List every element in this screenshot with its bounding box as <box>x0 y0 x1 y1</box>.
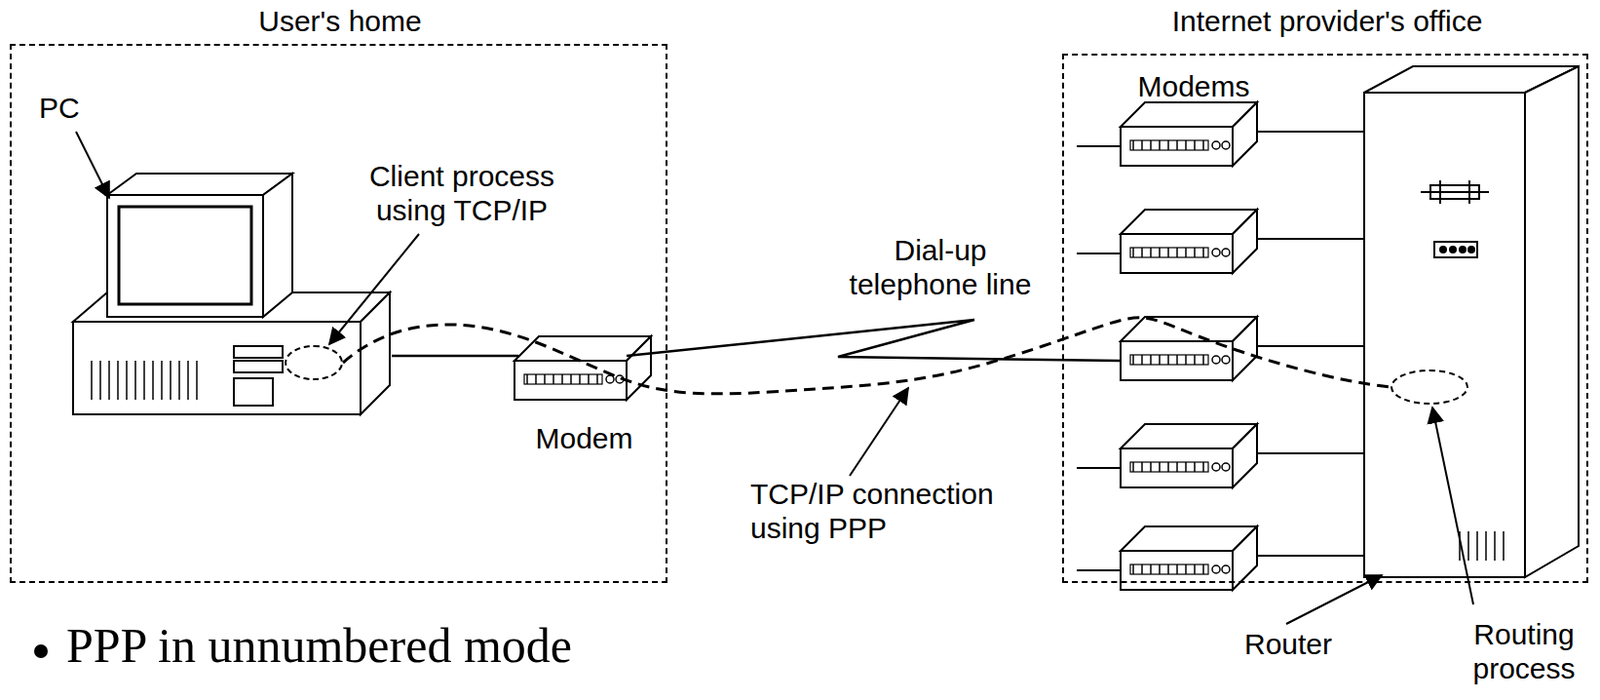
process-ellipse: Routing process <box>1390 369 1469 405</box>
line-label: Dial-up telephone line <box>833 233 1048 302</box>
node-label: Router <box>1229 627 1347 662</box>
node-label: Modem <box>498 421 670 457</box>
region-box: User's homePCClient process using TCP/IP… <box>9 43 668 583</box>
modem: Modem <box>518 328 650 412</box>
process-ellipse: Client process using TCP/IP <box>284 344 343 381</box>
router-tower <box>1364 66 1579 577</box>
region-box: Internet provider's officeRouterRouting … <box>1062 53 1589 583</box>
modem-drawing <box>514 336 651 400</box>
group-label: Modems <box>1120 70 1267 105</box>
router: RouterRouting process <box>1366 68 1581 579</box>
pc-drawing <box>73 173 390 415</box>
node-label: Routing process <box>1450 617 1598 686</box>
cable <box>391 354 519 358</box>
node-label: Internet provider's office <box>1156 4 1498 39</box>
node-label: PC <box>38 91 98 126</box>
leader-lines <box>76 131 1474 624</box>
connection-label: TCP/IP connection using PPP <box>750 477 1033 545</box>
modem-wires <box>1076 131 1365 571</box>
bullet-text: PPP in unnumbered mode <box>66 617 749 675</box>
modem-bank <box>1120 102 1258 590</box>
node-label: User's home <box>193 4 487 39</box>
telephone-line <box>626 319 1121 361</box>
bullet <box>34 644 48 658</box>
connection-path <box>342 317 1391 394</box>
node-label: Client process using TCP/IP <box>340 159 584 228</box>
pc: PC <box>70 167 392 421</box>
